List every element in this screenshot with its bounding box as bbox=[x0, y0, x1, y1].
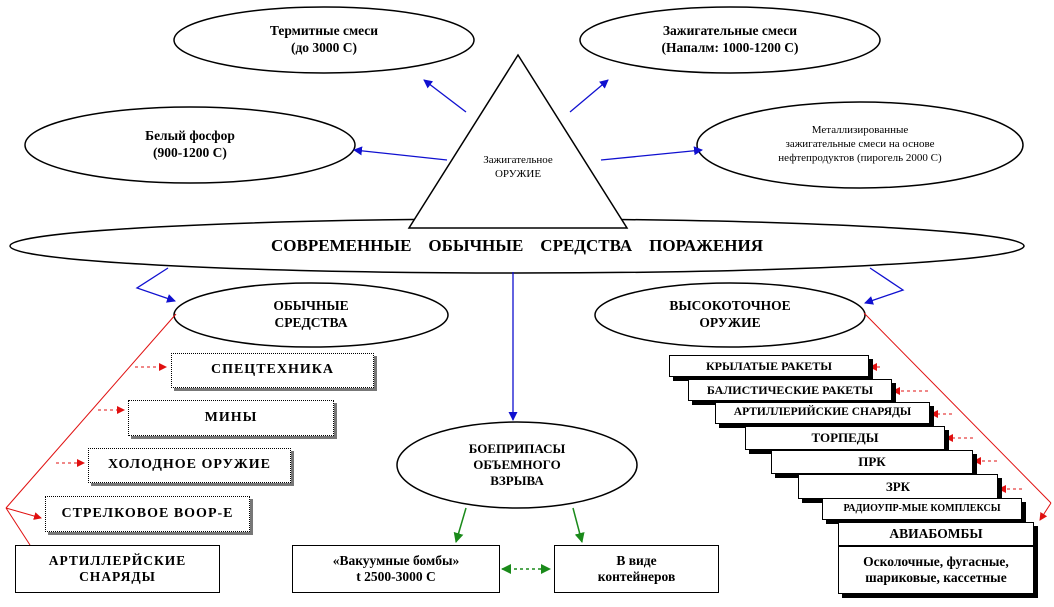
precision-title: ВЫСОКОТОЧНОЕ ОРУЖИЕ bbox=[669, 298, 791, 330]
arrow-to-napalm bbox=[569, 79, 609, 113]
trunk-to-radio-complexes bbox=[1039, 502, 1052, 521]
arrow-to-containers bbox=[572, 507, 585, 543]
metallized-oval bbox=[696, 101, 1024, 189]
conventional-item-spetstekhnika: СПЕЦТЕХНИКА bbox=[171, 353, 374, 388]
conventional-item-small-arms: СТРЕЛКОВОЕ ВООР-Е bbox=[45, 496, 250, 532]
arrow-to-vacuum bbox=[453, 507, 467, 543]
arrow-to-thermite bbox=[423, 79, 467, 113]
phosphorus-oval bbox=[24, 106, 356, 184]
precision-item-radio-complexes: РАДИОУПР-МЫЕ КОМПЛЕКСЫ bbox=[822, 498, 1022, 520]
conventional-item-mines: МИНЫ bbox=[128, 400, 334, 436]
thermite-label: Термитные смеси (до 3000 С) bbox=[269, 23, 379, 55]
arrow-to-phosphorus bbox=[353, 146, 448, 161]
arrow-to-metallized bbox=[600, 146, 703, 161]
containers-box: В виде контейнеров bbox=[554, 545, 719, 593]
precision-item-aviabombs: АВИАБОМБЫ bbox=[838, 522, 1034, 546]
volumetric-oval bbox=[396, 421, 638, 509]
precision-oval bbox=[594, 282, 866, 348]
phosphorus-label: Белый фосфор (900-1200 С) bbox=[145, 128, 235, 160]
conventional-title: ОБЫЧНЫЕ СРЕДСТВА bbox=[273, 298, 349, 330]
vacuum-bombs-box: «Вакуумные бомбы» t 2500-3000 С bbox=[292, 545, 500, 593]
napalm-label: Зажигательные смеси (Напалм: 1000-1200 С… bbox=[661, 23, 799, 55]
precision-item-ballistic-missiles: БАЛИСТИЧЕСКИЕ РАКЕТЫ bbox=[688, 379, 892, 401]
conventional-item-artillery: АРТИЛЛЕРЙСКИЕ СНАРЯДЫ bbox=[15, 545, 220, 593]
napalm-oval bbox=[579, 6, 881, 74]
triangle-label: Зажигательное ОРУЖИЕ bbox=[483, 154, 553, 180]
central-label: СОВРЕМЕННЫЕ ОБЫЧНЫЕ СРЕДСТВА ПОРАЖЕНИЯ bbox=[271, 236, 763, 256]
metallized-label: Металлизированные зажигательные смеси на… bbox=[778, 124, 942, 164]
incendiary-triangle bbox=[407, 53, 629, 229]
precision-item-prk: ПРК bbox=[771, 450, 973, 474]
conventional-item-cold-weapons: ХОЛОДНОЕ ОРУЖИЕ bbox=[88, 448, 291, 483]
thermite-oval bbox=[173, 6, 475, 74]
precision-item-artillery-shells: АРТИЛЛЕРИЙСКИЕ СНАРЯДЫ bbox=[715, 402, 930, 424]
trunk-to-artillery bbox=[5, 507, 31, 546]
conventional-trunk-line bbox=[5, 313, 177, 509]
trunk-to-small-arms bbox=[5, 507, 42, 520]
precision-item-torpedoes: ТОРПЕДЫ bbox=[745, 426, 945, 450]
aviabomb-types: Осколочные, фугасные, шариковые, кассетн… bbox=[838, 546, 1034, 594]
volumetric-title: БОЕПРИПАСЫ ОБЪЕМНОГО ВЗРЫВА bbox=[468, 440, 566, 489]
precision-trunk-line bbox=[863, 312, 1052, 504]
conventional-oval bbox=[173, 282, 449, 348]
arrow-to-conventional bbox=[135, 267, 176, 303]
arrow-to-precision bbox=[864, 267, 905, 305]
precision-item-cruise-missiles: КРЫЛАТЫЕ РАКЕТЫ bbox=[669, 355, 869, 377]
precision-item-zrk: ЗРК bbox=[798, 474, 998, 499]
